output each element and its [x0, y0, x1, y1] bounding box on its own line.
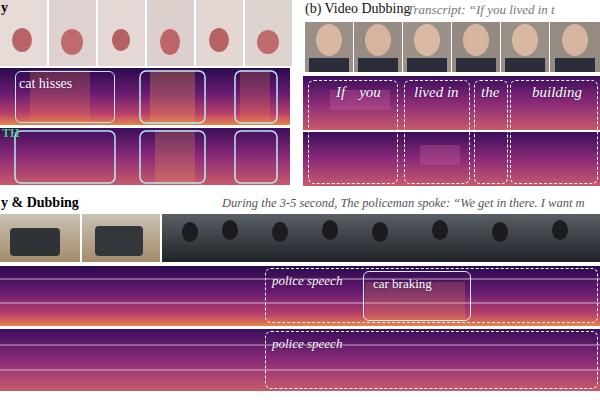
word-region-box: Ifyou	[308, 80, 398, 184]
speaker-suit	[407, 58, 447, 72]
cat-mouth	[209, 28, 229, 52]
word-region-box: the	[474, 80, 508, 184]
cabin-frame	[162, 214, 600, 262]
speaker-face	[463, 24, 489, 56]
suv-frame	[0, 214, 80, 262]
region-label: police speech	[272, 273, 342, 289]
energy-band	[420, 145, 460, 165]
cat-mouth	[61, 29, 83, 55]
speaker-face	[316, 24, 342, 56]
suv-frame	[82, 214, 160, 262]
speaker-face	[562, 24, 588, 56]
word-region-box: building	[510, 80, 598, 184]
speaker-suit	[358, 58, 398, 72]
energy-band	[155, 130, 195, 183]
sound-region-box: cat hisses	[15, 71, 115, 123]
speaker-suit	[555, 58, 595, 72]
prompt-text: During the 3-5 second, The policeman spo…	[222, 196, 585, 211]
officer	[272, 222, 288, 242]
speech-region-box: police speech car braking	[265, 268, 598, 323]
officer	[182, 222, 198, 242]
region-label: cat hisses	[19, 76, 72, 93]
cat-mouth	[12, 28, 32, 52]
speaker-suit	[456, 58, 496, 72]
police-spectrograms	[0, 266, 600, 391]
region-label: If	[336, 83, 345, 101]
cat-frames	[0, 0, 292, 66]
cat-frame	[245, 0, 292, 66]
speaker-frames	[305, 22, 600, 72]
officer	[492, 222, 508, 242]
band-line	[0, 370, 600, 371]
band-line	[0, 303, 600, 304]
region-label: lived in	[414, 83, 459, 101]
spectrogram	[303, 76, 600, 130]
energy-band	[240, 70, 270, 123]
region-label: you	[359, 83, 381, 101]
cat-mouth	[112, 29, 130, 51]
panel-title: y	[1, 0, 8, 17]
region-label: police speech	[272, 336, 342, 352]
region-label: the	[481, 83, 499, 101]
word-region-box: lived in	[404, 80, 470, 184]
region-label: building	[532, 83, 582, 101]
cat-frame	[147, 0, 194, 66]
region-box	[140, 131, 205, 183]
speaker-suit	[309, 58, 349, 72]
panel-title: y & Dubbing	[1, 195, 79, 212]
speaker-frame	[501, 22, 549, 72]
spectrogram	[303, 132, 600, 186]
dubbing-spectrograms	[303, 76, 600, 186]
panel-title: (b) Video Dubbing	[305, 1, 410, 18]
speaker-frame	[403, 22, 451, 72]
spectrogram	[0, 266, 600, 326]
region-box	[140, 71, 205, 123]
suv	[95, 226, 143, 256]
cat-mouth	[257, 30, 279, 54]
sound-region-box: car braking	[363, 271, 471, 321]
suv	[10, 228, 60, 256]
speaker-face	[512, 24, 538, 56]
cat-mouth	[160, 29, 180, 55]
region-label: car braking	[373, 276, 432, 292]
region-box	[235, 71, 277, 123]
region-box	[15, 131, 115, 183]
speaker-face	[414, 24, 440, 56]
officer	[552, 220, 568, 240]
energy-band	[150, 70, 195, 123]
spectrogram	[0, 329, 600, 391]
cat-frame	[49, 0, 96, 66]
row-tag: TH	[2, 126, 19, 140]
speaker-frame	[452, 22, 500, 72]
officer	[432, 220, 448, 240]
speaker-frame	[550, 22, 600, 72]
officer	[372, 222, 388, 242]
spectrogram	[0, 128, 290, 185]
cat-frame	[196, 0, 243, 66]
officer	[322, 220, 338, 240]
police-frames	[0, 214, 600, 262]
cat-frame	[98, 0, 145, 66]
speaker-face	[365, 24, 391, 56]
cat-spectrograms	[0, 68, 290, 185]
speaker-frame	[354, 22, 402, 72]
officer	[222, 220, 238, 240]
speaker-frame	[305, 22, 353, 72]
region-box	[235, 131, 277, 183]
speaker-suit	[505, 58, 545, 72]
spectrogram	[0, 68, 290, 125]
transcript-text: Transcript: “If you lived in t	[407, 2, 555, 18]
speech-region-box: police speech	[265, 331, 598, 389]
cat-frame	[0, 0, 47, 66]
